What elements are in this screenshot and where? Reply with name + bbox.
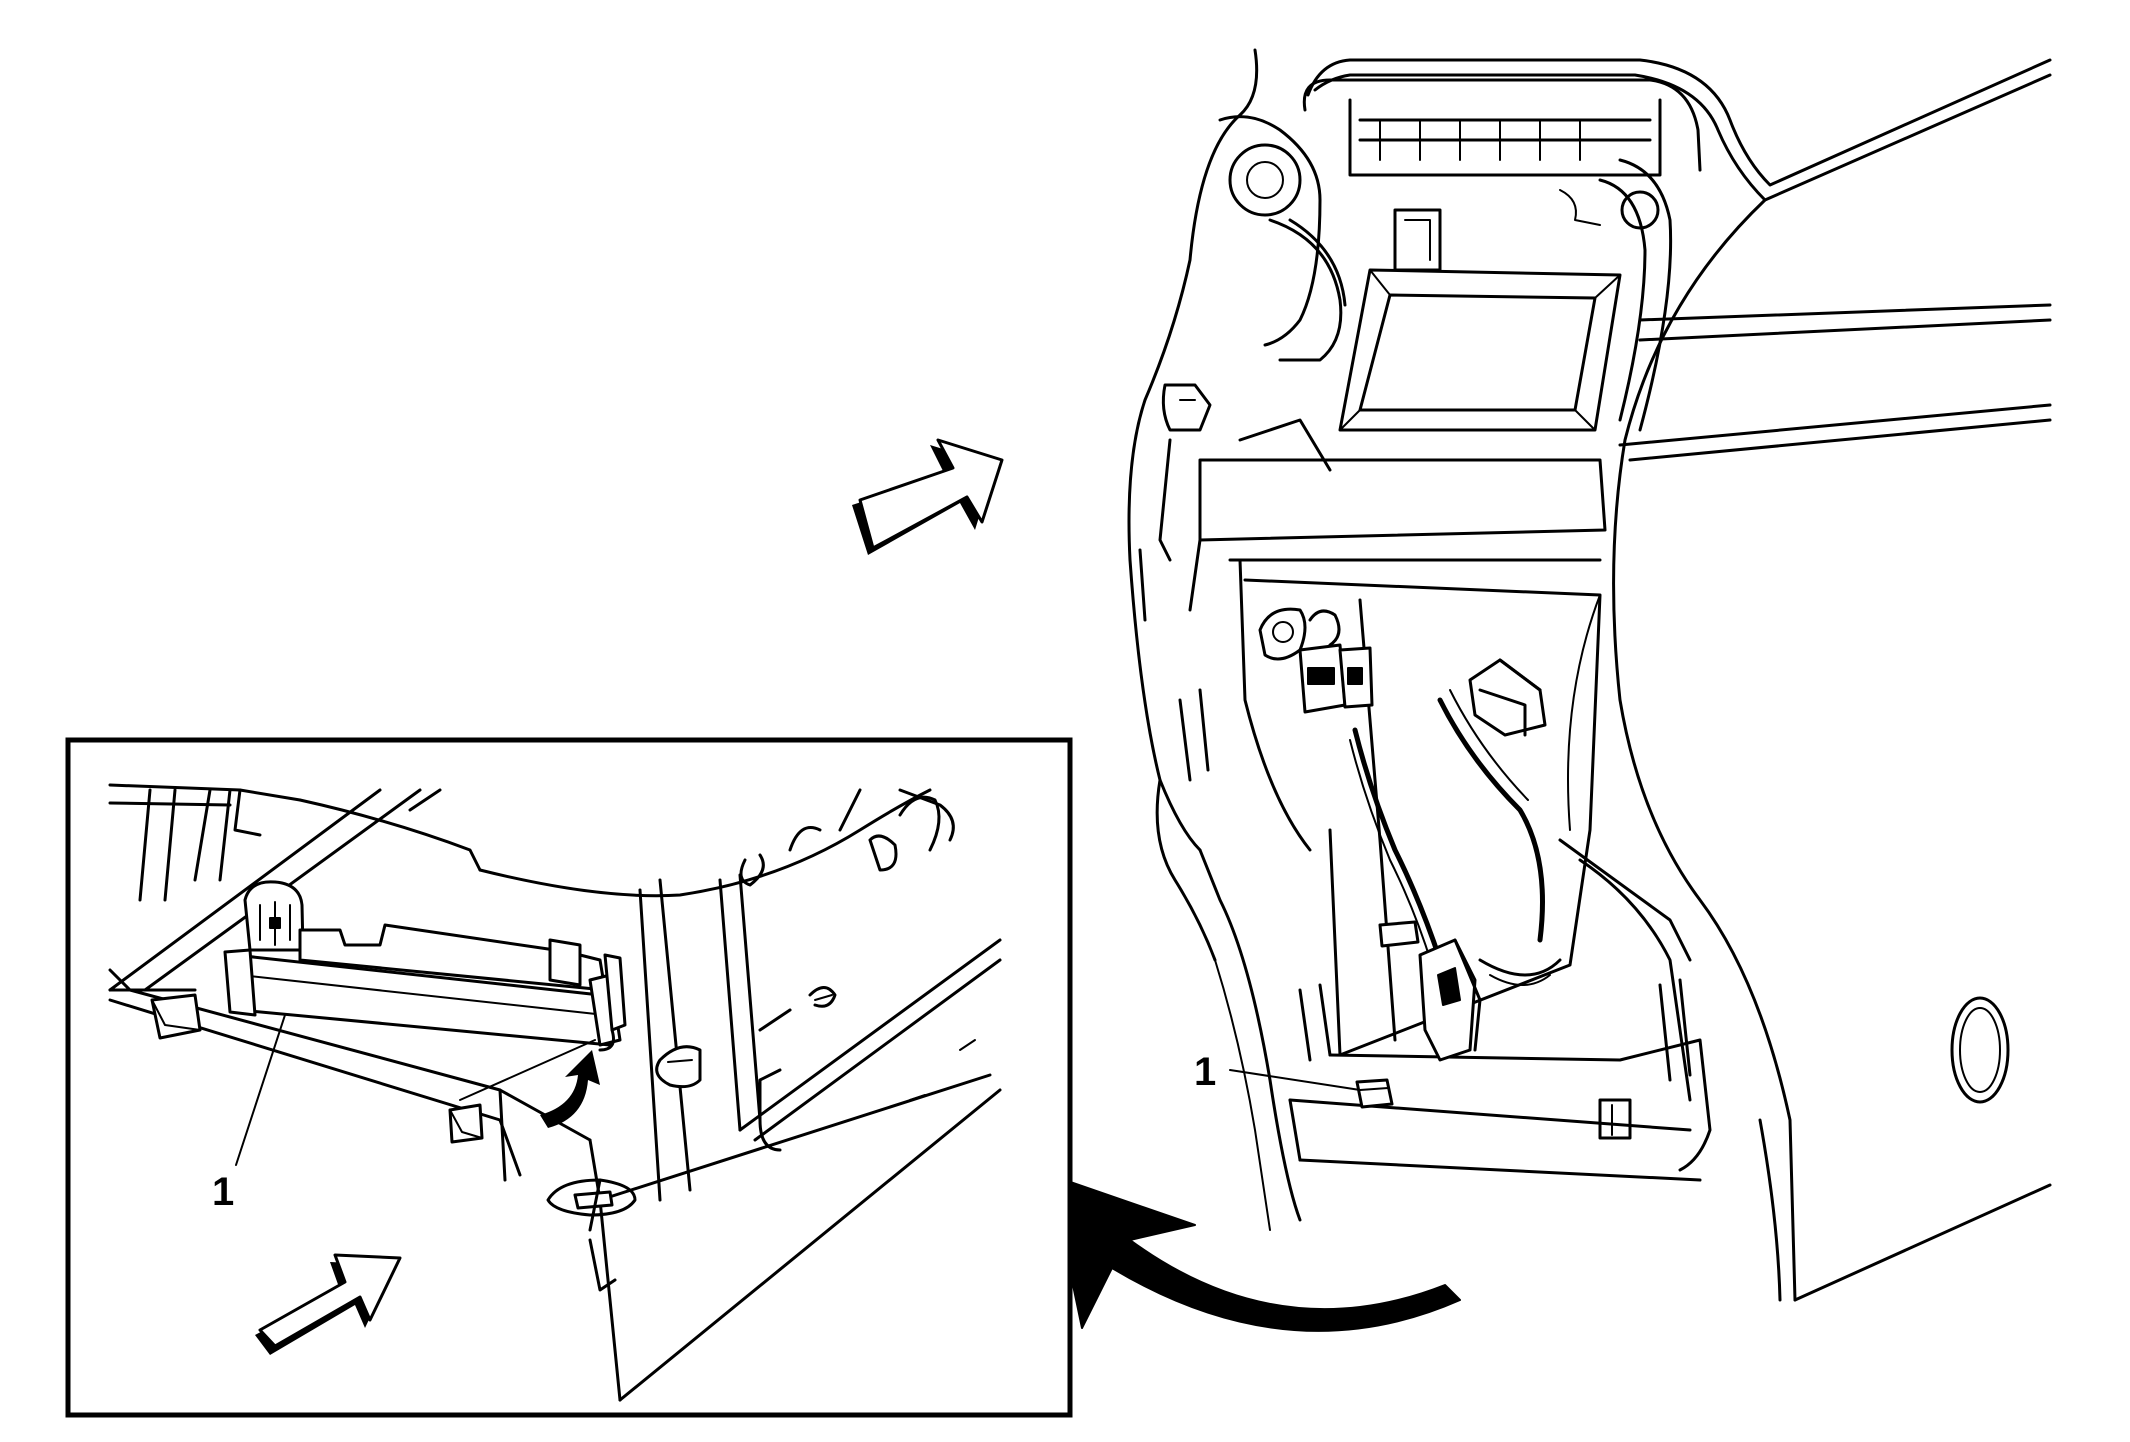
console-assembly [1127,48,2052,1302]
callout-label-main: 1 [1194,1050,1216,1094]
inset-pointer-line [459,1039,596,1101]
retainer-bar-inset [223,880,627,1052]
callout-label-inset: 1 [212,1170,234,1214]
callout-leader-inset [235,1014,286,1166]
electrical-connector-right [1468,658,1547,737]
electrical-connector-upper [1298,609,1374,714]
electrical-connector-lower [1378,920,1482,1062]
mounting-stud [1258,607,1307,661]
view-direction-arrow-main [852,438,1004,555]
curved-rotate-arrow-icon [1049,1174,1461,1332]
view-direction-arrow-inset [255,1253,402,1355]
callout-leader-main [1229,1069,1361,1091]
inset-mounting-boss [546,1178,637,1232]
detail-inset-frame [65,737,1073,1418]
inset-detail [108,783,1002,1402]
small-curved-arrow-icon [540,1050,600,1128]
retaining-clip-main [1355,1078,1394,1109]
